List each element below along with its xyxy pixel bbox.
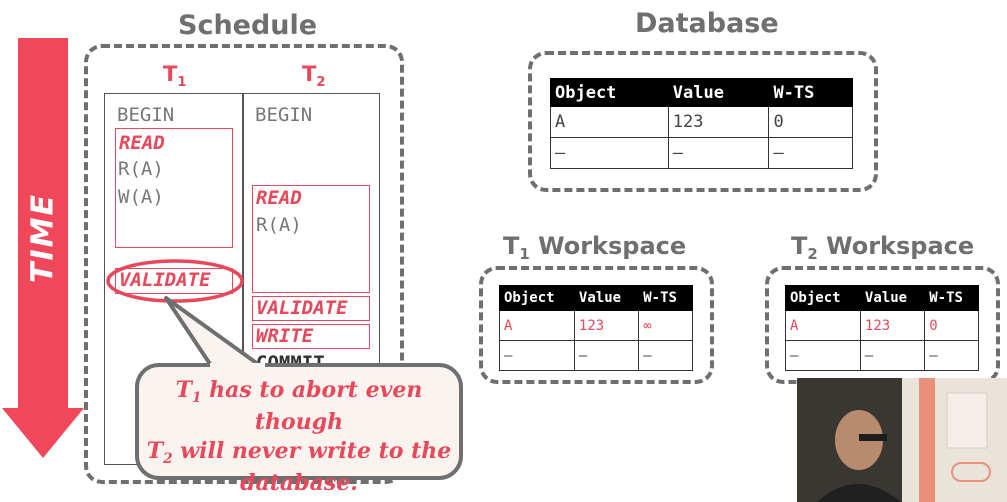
cell: ∞ [638, 310, 693, 341]
t2-workspace-title: T2 Workspace [791, 232, 975, 264]
validate-highlight-ellipse [106, 259, 244, 303]
table-row: A 123 ∞ [499, 310, 693, 341]
t2-workspace-table: Object Value W-TS A 123 0 – – – [785, 285, 979, 371]
t1-workspace-frame [479, 266, 714, 384]
t1-read-phase-box [115, 128, 233, 248]
t1-workspace-title: T1 Workspace [503, 232, 687, 264]
callout-tail-join [210, 363, 265, 369]
t1-read-label: READ [119, 132, 165, 154]
cell: – [785, 340, 861, 371]
callout-text: T1 has to abort even though T2 will neve… [135, 376, 463, 498]
callout-bubble [135, 363, 463, 480]
t2-begin: BEGIN [255, 104, 313, 126]
table-row: A 123 0 [785, 310, 979, 341]
cell: 123 [667, 106, 770, 138]
t2-read-a: R(A) [256, 214, 302, 236]
t1-begin: BEGIN [117, 104, 175, 126]
col-header: W-TS [924, 285, 979, 311]
callout-line-3: database. [240, 470, 358, 496]
cell: A [785, 310, 861, 341]
t2-write-box [252, 324, 370, 349]
t2-read-label: READ [256, 187, 302, 209]
col-header: Object [785, 285, 861, 311]
t2-read-phase-box [252, 185, 370, 293]
table-row: A 123 0 [550, 106, 853, 138]
cell: A [550, 106, 669, 138]
table-row: – – – [550, 137, 853, 169]
table-row: – – – [499, 340, 693, 371]
t2-validate-label: VALIDATE [256, 297, 348, 319]
cell: – [667, 137, 770, 169]
callout-line-2: T2 will never write to the [146, 438, 452, 467]
t2-write-label: WRITE [256, 325, 314, 347]
time-arrow [18, 38, 68, 410]
cell: A [499, 310, 575, 341]
col-header: Object [499, 285, 575, 311]
t1-write-a: W(A) [118, 186, 164, 208]
cell: 123 [859, 310, 926, 341]
t1-validate-box [115, 268, 233, 294]
callout-line-1: T1 has to abort even though [175, 377, 423, 435]
t1-validate-label: VALIDATE [119, 269, 211, 291]
col-header: Value [573, 285, 640, 311]
t2-validate-box [252, 296, 370, 321]
database-frame [528, 51, 878, 192]
cell: 0 [924, 310, 979, 341]
presenter-video-frame [797, 378, 1007, 502]
t1-read-a: R(A) [118, 158, 164, 180]
cell: 0 [768, 106, 853, 138]
cell: 123 [573, 310, 640, 341]
col-header: Value [667, 78, 770, 107]
cell: – [573, 340, 640, 371]
cell: – [499, 340, 575, 371]
cell: – [768, 137, 853, 169]
col-header: Value [859, 285, 926, 311]
cell: – [924, 340, 979, 371]
t2-header: T2 [302, 62, 326, 90]
t1-header: T1 [163, 62, 187, 90]
cell: – [859, 340, 926, 371]
presenter-webcam [797, 378, 1007, 502]
schedule-frame [84, 44, 404, 484]
schedule-title: Schedule [178, 10, 318, 41]
col-header: W-TS [638, 285, 693, 311]
table-row: – – – [785, 340, 979, 371]
database-table: Object Value W-TS A 123 0 – – – [550, 78, 853, 169]
cell: – [638, 340, 693, 371]
time-arrow-head-icon [2, 408, 84, 458]
col-header: W-TS [768, 78, 853, 107]
col-header: Object [550, 78, 669, 107]
database-title: Database [635, 8, 779, 39]
t1-workspace-table: Object Value W-TS A 123 ∞ – – – [499, 285, 693, 371]
cell: – [550, 137, 669, 169]
